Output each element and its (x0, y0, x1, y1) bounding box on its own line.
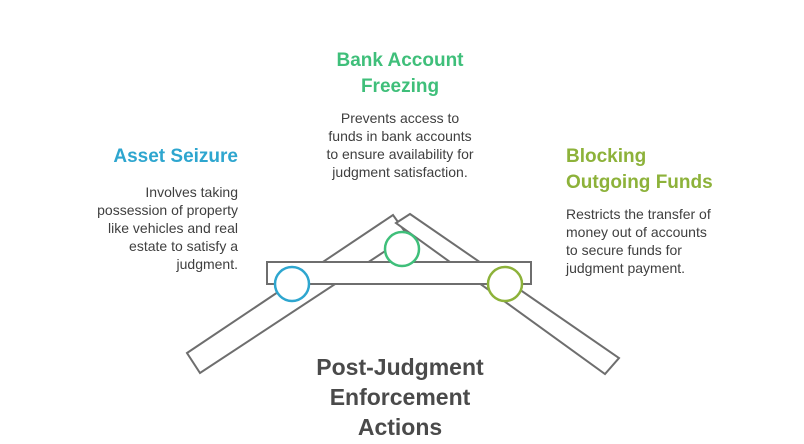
blocking-funds-node (486, 265, 524, 303)
blocking-funds-description: Restricts the transfer of money out of a… (566, 206, 711, 276)
bank-freezing-description: Prevents access to funds in bank account… (326, 110, 474, 180)
asset-seizure-title: Asset Seizure (113, 146, 238, 167)
bank-freezing-node (383, 230, 421, 268)
bank-freezing-title: Bank Account Freezing (336, 50, 464, 97)
diagram-main-title: Post-Judgment Enforcement Actions (316, 354, 484, 440)
blocking-funds-title: Blocking Outgoing Funds (566, 146, 713, 193)
asset-seizure-node (273, 265, 311, 303)
asset-seizure-description: Involves taking possession of property l… (97, 184, 238, 272)
